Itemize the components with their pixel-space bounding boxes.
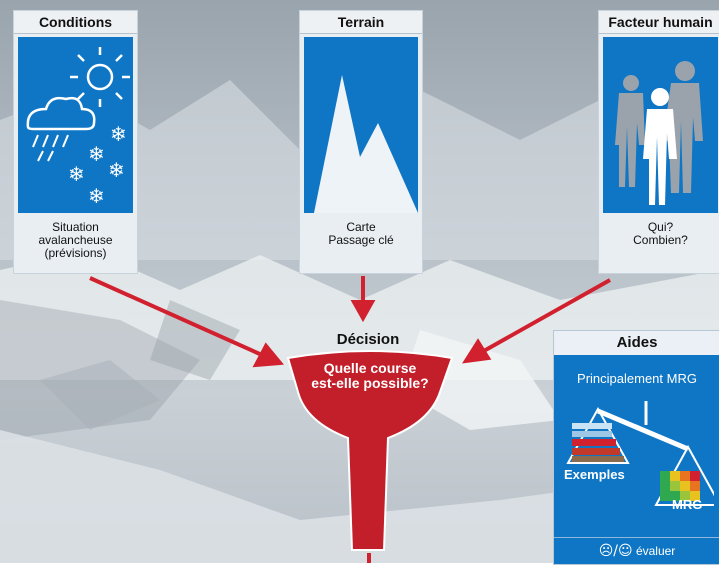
caption-line: (prévisions): [44, 246, 107, 260]
examples-label: Exemples: [564, 467, 625, 482]
conditions-panel: ❄ ❄ ❄ ❄ ❄: [18, 37, 133, 213]
mrg-diagram: [566, 401, 714, 506]
conditions-caption: Situation avalancheuse (prévisions): [14, 221, 137, 260]
aides-subtitle: Principalement MRG: [577, 371, 697, 386]
question-line: Quelle course: [323, 360, 417, 376]
conditions-title: Conditions: [14, 11, 137, 34]
decision-funnel: [286, 350, 454, 551]
human-factor-card: Facteur humain Qui? Combien?: [598, 10, 719, 274]
caption-line: Qui?: [647, 220, 674, 234]
people-icon: [615, 61, 703, 205]
terrain-title: Terrain: [300, 11, 422, 34]
aides-panel: Aides Principalement MRG Exemples: [553, 330, 719, 565]
caption-line: avalancheuse: [38, 233, 113, 247]
terrain-caption: Carte Passage clé: [300, 221, 422, 247]
terrain-card: Terrain Carte Passage clé: [299, 10, 423, 274]
human-factor-caption: Qui? Combien?: [599, 221, 719, 247]
human-factor-panel: [603, 37, 718, 213]
aides-title: Aides: [554, 331, 719, 355]
svg-text:❄: ❄: [108, 158, 125, 182]
svg-text:❄: ❄: [110, 122, 127, 146]
evaluate-bar: ☹/☺ évaluer: [554, 537, 719, 564]
evaluate-label: évaluer: [635, 544, 676, 558]
decision-title: Décision: [336, 331, 400, 348]
mrg-label: MRG: [672, 497, 703, 512]
decision-question: Quelle course est-elle possible?: [290, 361, 450, 391]
caption-line: Situation: [52, 220, 99, 234]
caption-line: Combien?: [633, 233, 688, 247]
question-line: est-elle possible?: [311, 375, 429, 391]
mountain-icon: [314, 75, 418, 213]
conditions-card: Conditions ❄ ❄ ❄ ❄: [13, 10, 138, 274]
evaluate-symbols: ☹/☺: [598, 543, 633, 559]
terrain-panel: [304, 37, 418, 213]
caption-line: Carte: [346, 220, 376, 234]
human-factor-title: Facteur humain: [599, 11, 719, 34]
svg-text:❄: ❄: [68, 162, 85, 186]
caption-line: Passage clé: [328, 233, 394, 247]
svg-text:❄: ❄: [88, 184, 105, 208]
weather-icon: ❄ ❄ ❄ ❄ ❄: [26, 47, 130, 208]
svg-text:❄: ❄: [88, 142, 105, 166]
